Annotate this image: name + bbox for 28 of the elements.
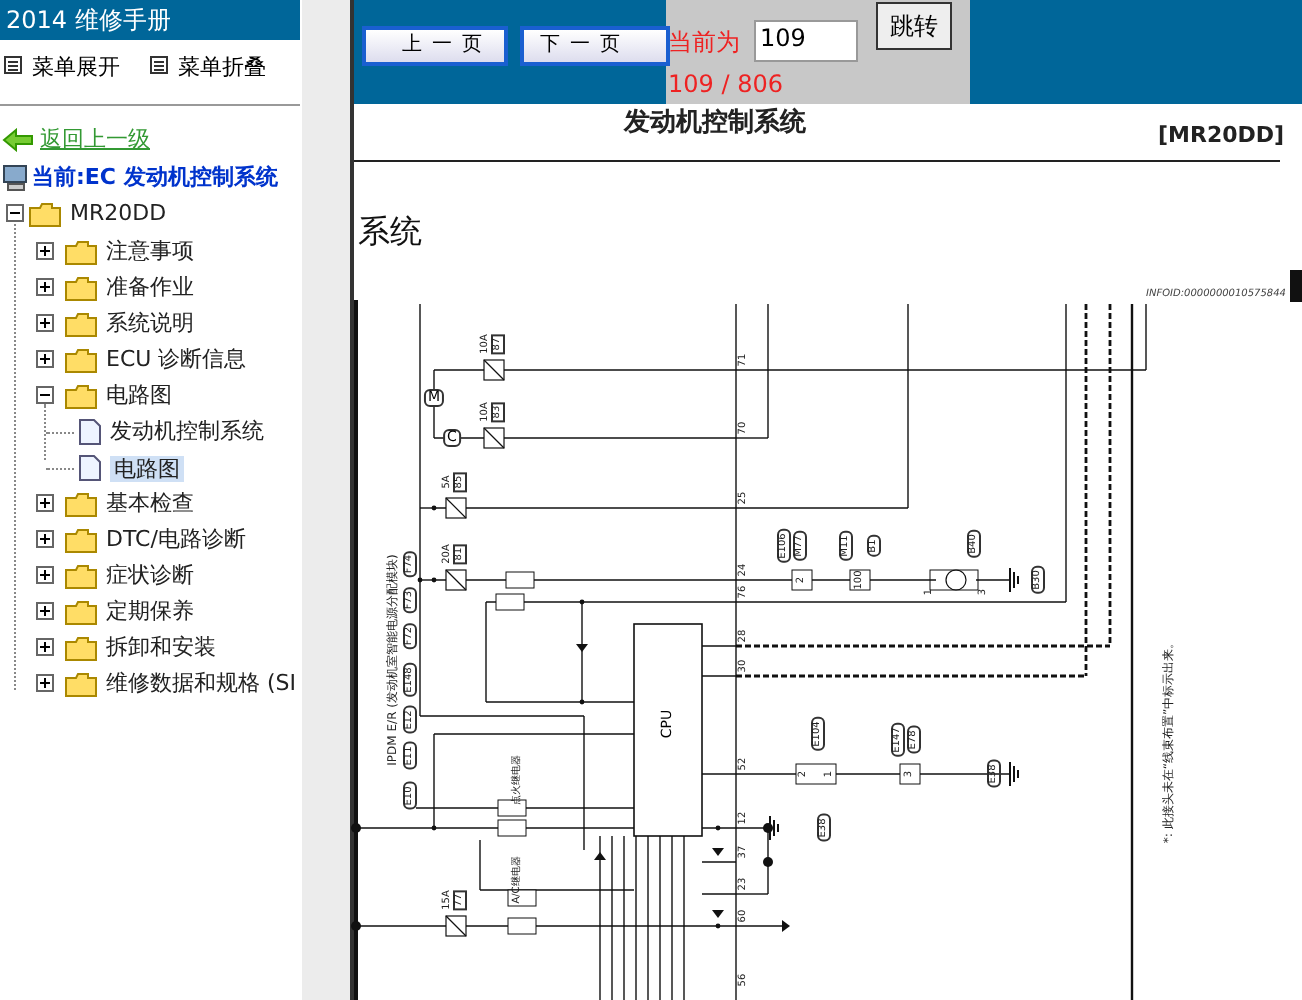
tree-folder-label: 注意事项: [106, 240, 194, 262]
tree-folder-label: 准备作业: [106, 276, 194, 298]
page-number-field: 109: [754, 20, 858, 62]
tree-folder-label: MR20DD: [70, 202, 167, 224]
menu-link: 菜单展开: [32, 56, 120, 78]
tree-folder-label: 系统说明: [106, 312, 194, 334]
jump-button: 跳转: [876, 2, 952, 50]
tree-folder-label: 电路图: [106, 384, 172, 406]
engine-code: [MR20DD]: [1158, 124, 1285, 146]
tree-item: 发动机控制系统: [110, 420, 264, 442]
page-title: 发动机控制系统: [624, 110, 806, 136]
tree-folder-label: 维修数据和规格 (SI: [106, 672, 297, 694]
tree-folder-label: 症状诊断: [106, 564, 194, 586]
back-link: 返回上一级: [40, 128, 150, 150]
tree-folder-label: 拆卸和安装: [106, 636, 216, 658]
current-location: 当前:EC 发动机控制系统: [32, 166, 278, 188]
section-heading: 系统: [358, 216, 422, 248]
window-title: 2014 维修手册: [6, 8, 171, 32]
tree-folder-label: DTC/电路诊断: [106, 528, 246, 550]
next-page-button: 下一页: [520, 26, 670, 66]
tree-folder-label: 基本检查: [106, 492, 194, 514]
tree-item: 电路图: [110, 456, 184, 482]
page-label: 当前为: [668, 30, 740, 54]
tree-folder-label: 定期保养: [106, 600, 194, 622]
page-counter: 109 / 806: [668, 72, 783, 96]
previous-page-button: 上一页: [362, 26, 508, 66]
menu-link: 菜单折叠: [178, 56, 266, 78]
tree-folder-label: ECU 诊断信息: [106, 348, 247, 370]
